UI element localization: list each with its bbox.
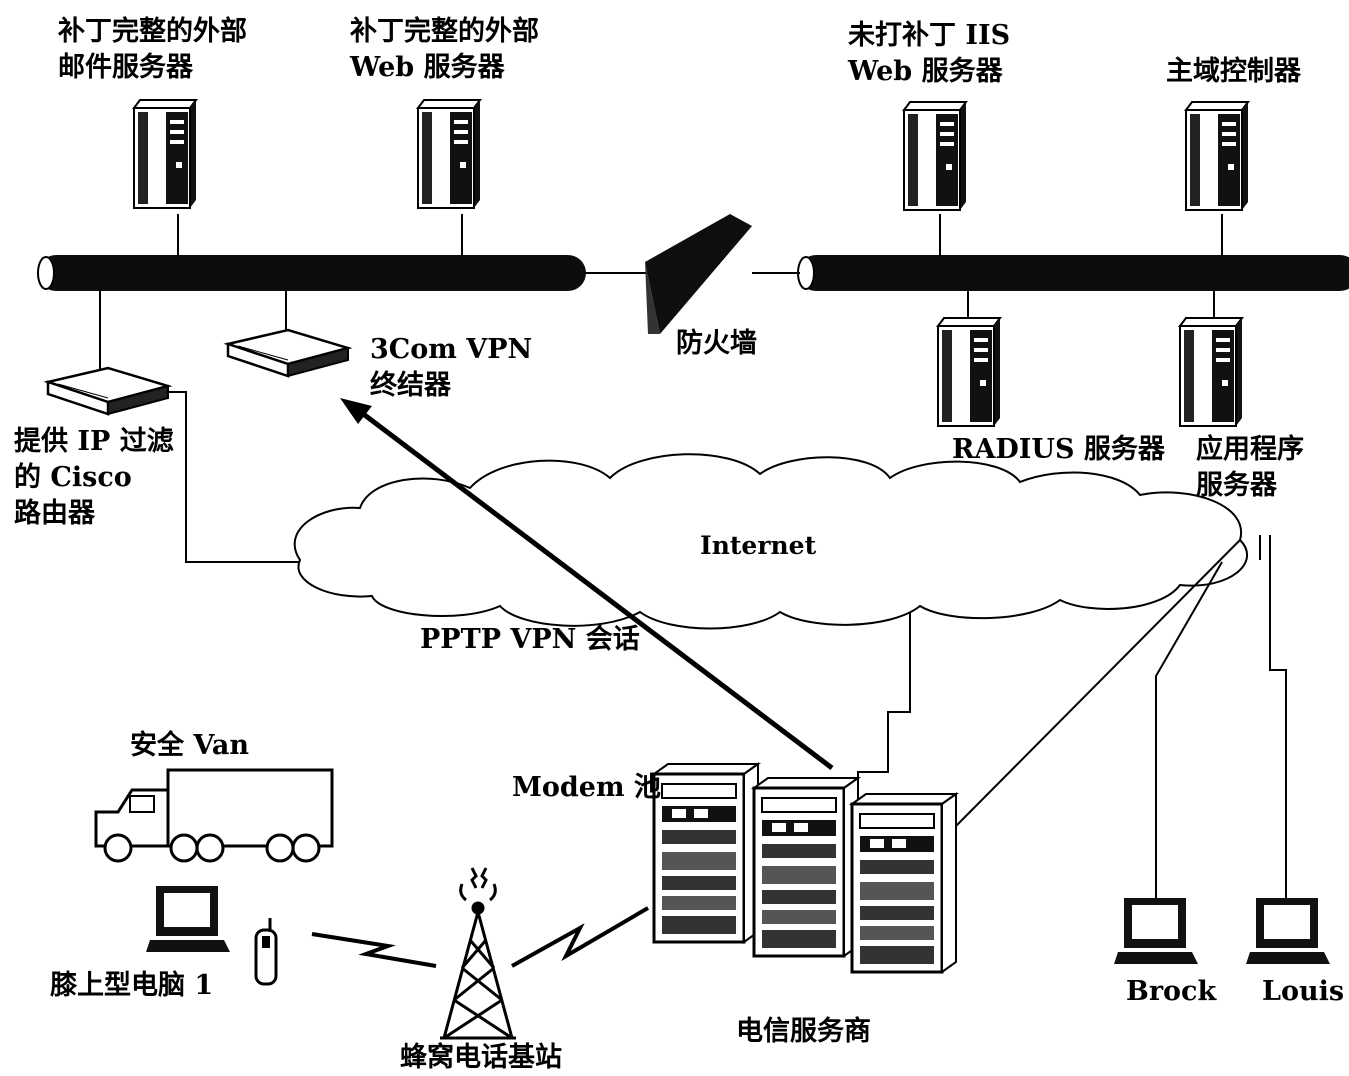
domain-controller-label: 主域控制器 (1166, 56, 1301, 87)
van-truck-icon (94, 768, 334, 863)
app-server-label: 应用程序服务器 (1196, 434, 1304, 501)
brock-laptop-icon (1114, 898, 1198, 964)
router-internet-link (166, 391, 300, 563)
right-backbone-cable (797, 255, 1349, 291)
app-server-icon (1179, 317, 1243, 427)
pptp-arrow (340, 398, 834, 770)
modem-rack-3 (850, 792, 958, 974)
radius-server-label: RADIUS 服务器 (952, 434, 1165, 465)
louis-link (1269, 535, 1287, 900)
wireless-link-left (311, 932, 437, 968)
firewall-label: 防火墙 (676, 328, 757, 359)
pptp-session-label: PPTP VPN 会话 (420, 624, 640, 655)
van-label: 安全 Van (130, 730, 249, 761)
wireless-link-right (511, 906, 650, 968)
vpn-concentrator-icon (226, 328, 350, 378)
modem-rack-2 (752, 776, 860, 958)
internet-label: Internet (700, 531, 817, 560)
web-server-icon (417, 99, 481, 209)
laptop1-icon (146, 886, 230, 952)
mail-server-icon (133, 99, 197, 209)
domain-controller-icon (1185, 101, 1249, 211)
cell-tower-icon (440, 867, 516, 1040)
modem-pool-label: Modem 池 (512, 772, 661, 803)
brock-link (1155, 561, 1223, 900)
cisco-router-icon (46, 366, 170, 416)
brock-label: Brock (1126, 976, 1217, 1007)
firewall-icon (645, 214, 752, 334)
laptop1-label: 膝上型电脑 1 (50, 970, 214, 1001)
iis-server-icon (903, 101, 967, 211)
cell-tower-label: 蜂窝电话基站 (400, 1042, 562, 1073)
modem-internet-link (857, 612, 911, 796)
internet-cloud (293, 453, 1248, 630)
louis-laptop-icon (1246, 898, 1330, 964)
telecom-label: 电信服务商 (736, 1016, 871, 1047)
left-backbone-cable (37, 255, 586, 291)
modem-rack-1 (652, 762, 760, 944)
mail-server-label: 补丁完整的外部邮件服务器 (58, 16, 247, 83)
radius-server-icon (937, 317, 1001, 427)
modem-internet-link-diagonal (955, 539, 1241, 827)
cell-phone-icon (254, 918, 278, 986)
louis-label: Louis (1262, 976, 1345, 1007)
